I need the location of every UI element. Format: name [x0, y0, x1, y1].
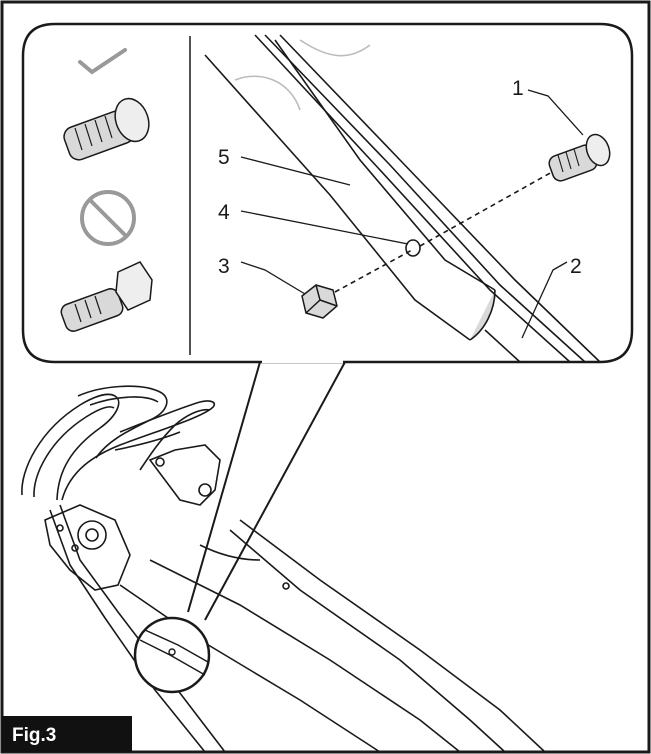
handle-outer-loop [21, 393, 120, 501]
prohibited-icon [80, 190, 136, 246]
leader-3 [240, 261, 306, 295]
leader-lines [240, 89, 584, 339]
lower-handle-left [59, 504, 226, 753]
leader-1 [527, 89, 584, 136]
frame-rail-top [254, 34, 571, 363]
assembly-axis-nut [334, 249, 413, 293]
pivot-knob [77, 520, 107, 550]
hex-bolt-incorrect [60, 261, 153, 332]
flange-bolt [548, 133, 611, 182]
hex-nut [301, 284, 338, 319]
throttle-assembly [148, 444, 221, 506]
mounting-hole [405, 239, 421, 257]
handle-tube-edge-outer [204, 54, 471, 341]
leader-5 [240, 156, 351, 186]
lower-handle-right [119, 584, 381, 753]
mower-handle-drawing [21, 385, 546, 753]
leader-4 [240, 210, 409, 245]
callout-1: 1 [512, 77, 524, 100]
cable [139, 408, 211, 471]
figure-label-box [2, 716, 132, 752]
figure-label: Fig.3 [12, 725, 56, 746]
frame-bolt [282, 582, 290, 590]
handle-upper-bar [77, 385, 168, 459]
magnifier-circle [133, 616, 211, 694]
checkmark-icon [78, 48, 127, 75]
callout-wedge-right [204, 361, 346, 621]
callout-4: 4 [218, 201, 230, 224]
assembly-axis-bolt [419, 171, 553, 247]
leader-2 [521, 261, 568, 339]
detail-view [204, 34, 601, 363]
flange-bolt-correct [63, 97, 150, 161]
callout-wedge-left [187, 361, 261, 613]
frame-rail [229, 529, 506, 753]
guide-column [60, 48, 153, 332]
callout-5: 5 [218, 146, 230, 169]
handle-inner-loop [33, 406, 115, 498]
callout-2: 2 [570, 255, 582, 278]
callout-3: 3 [218, 255, 230, 278]
